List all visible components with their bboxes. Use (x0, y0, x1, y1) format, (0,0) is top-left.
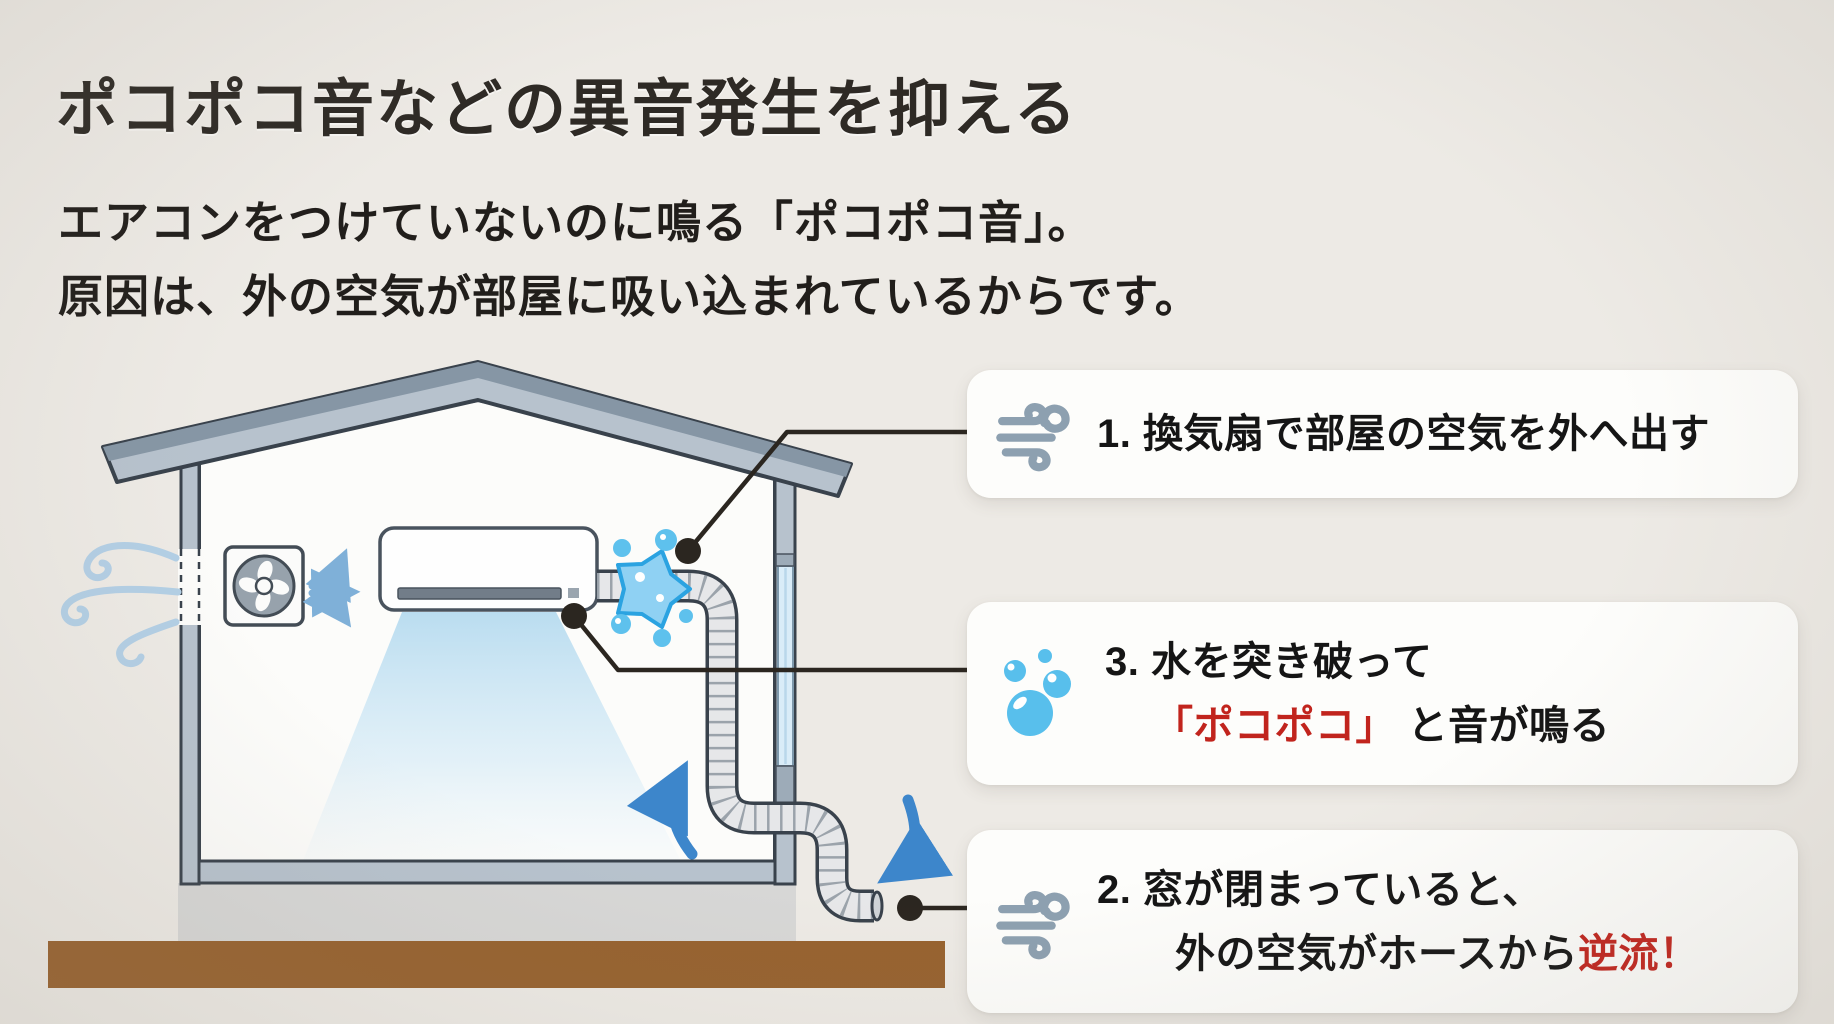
subtitle: エアコンをつけていないのに鳴る「ポコポコ音」。 原因は、外の空気が部屋に吸い込ま… (58, 186, 1201, 334)
up-arrow (626, 760, 698, 860)
ac-air-stream (294, 612, 692, 883)
subtitle-line-1: エアコンをつけていないのに鳴る「ポコポコ音」。 (58, 197, 1094, 248)
down-arrow (877, 794, 953, 884)
bubbles-splash (611, 529, 693, 647)
ventilation-fan (223, 545, 305, 627)
connector-step1 (686, 429, 985, 553)
hose-open-end (870, 890, 884, 922)
wind-swirls (61, 542, 182, 668)
callout-step1-text: 1. 換気扇で部屋の空気を外へ出す (1097, 412, 1710, 456)
ground (48, 941, 945, 988)
left-wall (179, 440, 201, 886)
page-title: ポコポコ音などの異音発生を抑える (56, 75, 1079, 144)
callout-step3-line1: 3. 水を突き破って (1105, 639, 1433, 684)
wind-icon (996, 890, 1070, 959)
subtitle-line-2: 原因は、外の空気が部屋に吸い込まれているからです。 (58, 271, 1201, 322)
window-sill (775, 765, 795, 805)
gyakuryu-red-text: 逆流！ (1578, 931, 1700, 976)
window-header (775, 553, 795, 567)
callout-step3-line2: 「ポコポコ」 と音が鳴る (1153, 703, 1611, 748)
callout-step2: 2. 窓が閉まっていると、 外の空気がホースから逆流！ (967, 830, 1798, 1013)
floor-strip (193, 859, 781, 885)
callout-step3: 3. 水を突き破って 「ポコポコ」 と音が鳴る (967, 602, 1798, 785)
air-conditioner (378, 526, 599, 612)
flow-arrows (626, 760, 953, 884)
callout-step1: 1. 換気扇で部屋の空気を外へ出す (967, 370, 1798, 498)
connector-dot-step3 (561, 603, 587, 629)
callout-step2-line2: 外の空気がホースから逆流！ (1175, 931, 1700, 976)
foundation (178, 883, 796, 941)
callout-step2-line1: 2. 窓が閉まっていると、 (1097, 867, 1543, 912)
wind-icon (996, 403, 1070, 472)
fan-wall-opening (178, 549, 202, 625)
fan-airflow-arrows (302, 548, 361, 628)
connector-dot-step2 (897, 895, 923, 921)
drain-hose (597, 569, 884, 923)
roof (101, 360, 853, 498)
connector-step3 (572, 614, 985, 673)
bubbles-icon (1004, 648, 1071, 736)
pokopoko-red-text: 「ポコポコ」 (1153, 703, 1396, 748)
connector-dot-step1 (675, 538, 701, 564)
